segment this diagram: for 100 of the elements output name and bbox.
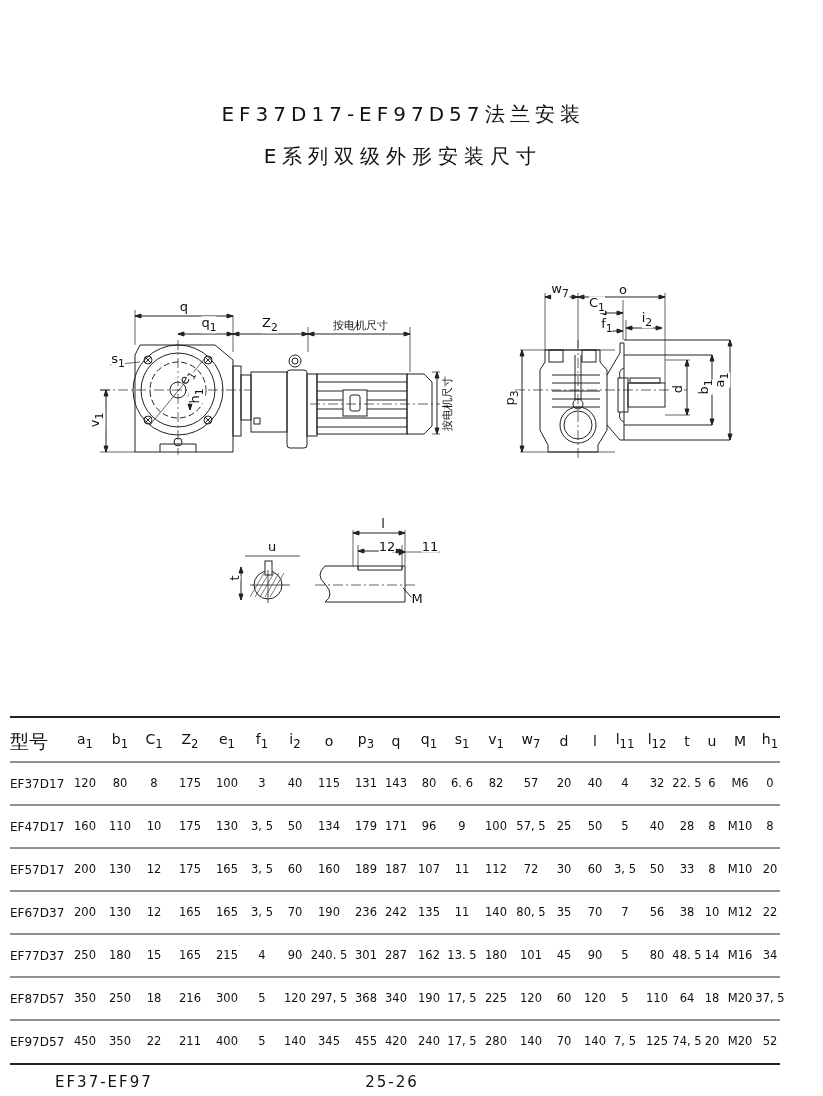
table-cell: 450	[74, 1036, 96, 1048]
dimension-label: C$_{1}$	[589, 296, 605, 314]
table-cell: EF97D57	[10, 1036, 65, 1048]
table-cell: 225	[485, 993, 507, 1005]
table-cell: 125	[646, 1036, 668, 1048]
table-cell: 4	[258, 950, 266, 962]
table-cell: 420	[385, 1036, 407, 1048]
column-header: q	[391, 734, 401, 748]
table-cell: 96	[421, 821, 437, 833]
table-cell: 180	[485, 950, 507, 962]
table-cell: 240	[418, 1036, 440, 1048]
column-header: o	[324, 734, 334, 748]
table-cell: 35	[556, 907, 572, 919]
dimension-label: t	[227, 575, 241, 581]
table-cell: 300	[216, 993, 238, 1005]
dimension-label: 11	[421, 539, 439, 553]
table-cell: 20	[704, 1036, 720, 1048]
table-cell: 165	[216, 864, 238, 876]
table-cell: EF47D17	[10, 821, 65, 833]
table-cell: 455	[355, 1036, 377, 1048]
table-cell: 40	[287, 778, 303, 790]
dimension-label: i$_{2}$	[641, 311, 653, 329]
table-cell: 30	[556, 864, 572, 876]
column-header: p$_{3}$	[357, 731, 375, 751]
table-cell: 200	[74, 864, 96, 876]
table-cell: 140	[284, 1036, 306, 1048]
table-cell: 120	[520, 993, 542, 1005]
table-cell: 48. 5	[672, 950, 702, 962]
column-header: Z$_{2}$	[181, 731, 199, 751]
table-cell: 40	[587, 778, 603, 790]
table-cell: 160	[74, 821, 96, 833]
dimension-label: d	[670, 384, 684, 394]
table-cell: 400	[216, 1036, 238, 1048]
table-cell: 100	[216, 778, 238, 790]
dimension-label: Z$_{2}$	[262, 316, 278, 334]
table-cell: 110	[109, 821, 131, 833]
table-cell: 22. 5	[672, 778, 702, 790]
table-cell: 64	[679, 993, 695, 1005]
dimension-label: f$_{1}$	[601, 317, 613, 335]
table-cell: M16	[727, 950, 753, 962]
table-cell: 187	[385, 864, 407, 876]
column-header: u	[707, 734, 717, 748]
table-cell: 8	[150, 778, 158, 790]
table-cell: 70	[587, 907, 603, 919]
column-header: M	[733, 734, 747, 748]
table-cell: 57	[523, 778, 539, 790]
table-cell: EF57D17	[10, 864, 65, 876]
dimension-label: M	[411, 591, 423, 605]
table-cell: 280	[485, 1036, 507, 1048]
table-cell: 175	[179, 821, 201, 833]
table-cell: 143	[385, 778, 407, 790]
table-cell: 80	[421, 778, 437, 790]
table-cell: 120	[284, 993, 306, 1005]
table-cell: 74, 5	[672, 1036, 702, 1048]
table-cell: 18	[146, 993, 162, 1005]
table-cell: 250	[74, 950, 96, 962]
table-cell: 38	[679, 907, 695, 919]
column-header: e$_{1}$	[219, 731, 235, 751]
table-cell: EF37D17	[10, 778, 65, 790]
dimension-label: 12	[378, 539, 396, 553]
dimension-label: 按电机尺寸	[441, 375, 453, 431]
table-cell: 4	[621, 778, 629, 790]
table-cell: 190	[418, 993, 440, 1005]
table-cell: 17, 5	[447, 993, 477, 1005]
dimension-label: 按电机尺寸	[332, 319, 388, 331]
table-cell: 120	[584, 993, 606, 1005]
table-cell: EF87D57	[10, 993, 65, 1005]
table-cell: 6. 6	[451, 778, 473, 790]
table-cell: 242	[385, 907, 407, 919]
column-header: s$_{1}$	[454, 731, 470, 751]
table-cell: 130	[216, 821, 238, 833]
table-cell: 3	[258, 778, 266, 790]
table-cell: 56	[649, 907, 665, 919]
footer-text: EF37-EF97	[55, 1074, 153, 1090]
table-cell: 90	[287, 950, 303, 962]
table-cell: 13. 5	[447, 950, 477, 962]
table-cell: 22	[762, 907, 778, 919]
table-cell: 120	[74, 778, 96, 790]
table-cell: 28	[679, 821, 695, 833]
table-cell: 6	[708, 778, 716, 790]
table-cell: 236	[355, 907, 377, 919]
table-cell: 10	[146, 821, 162, 833]
table-cell: M12	[727, 907, 753, 919]
table-cell: 3, 5	[251, 864, 273, 876]
table-cell: 368	[355, 993, 377, 1005]
table-cell: 20	[762, 864, 778, 876]
table-cell: 34	[762, 950, 778, 962]
table-cell: 140	[584, 1036, 606, 1048]
table-cell: 110	[646, 993, 668, 1005]
table-cell: 215	[216, 950, 238, 962]
column-header: a$_{1}$	[77, 731, 93, 751]
table-cell: 175	[179, 864, 201, 876]
table-cell: 350	[74, 993, 96, 1005]
table-cell: 175	[179, 778, 201, 790]
table-cell: 5	[258, 993, 266, 1005]
table-cell: 60	[556, 993, 572, 1005]
column-header: d	[559, 734, 569, 748]
dimension-label: q$_{1}$	[201, 316, 217, 334]
title: EF37D17-EF97D57法兰安装	[221, 104, 585, 124]
table-cell: 101	[520, 950, 542, 962]
